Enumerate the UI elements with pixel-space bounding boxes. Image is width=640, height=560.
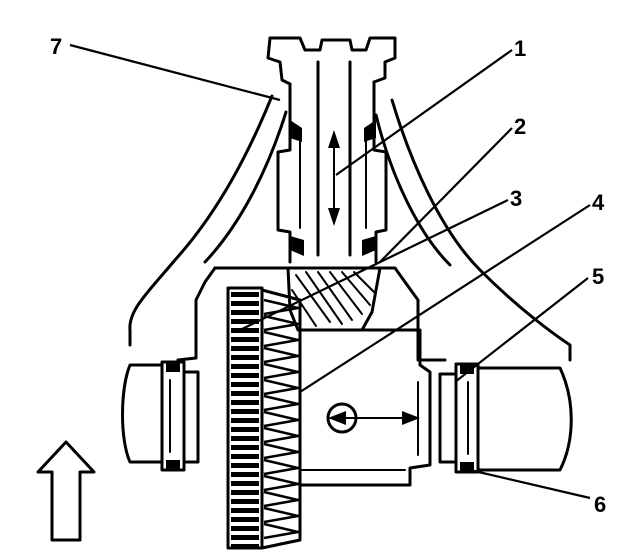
gear-tooth xyxy=(231,490,259,495)
bevel-tooth xyxy=(263,410,300,428)
callout-3: 3 xyxy=(510,186,522,211)
bevel-teeth xyxy=(263,298,300,540)
gear-tooth xyxy=(231,391,259,396)
gear-tooth xyxy=(231,418,259,423)
callout-7: 7 xyxy=(50,34,62,59)
gear-tooth xyxy=(231,499,259,504)
leader-6 xyxy=(469,468,591,500)
callout-1: 1 xyxy=(514,36,526,61)
bevel-tooth xyxy=(263,394,300,412)
left-side-bearing xyxy=(121,360,200,472)
leader-3 xyxy=(239,199,509,331)
gear-tooth xyxy=(231,292,259,297)
double-headed-arrow-horizontal-icon xyxy=(328,411,420,425)
gear-tooth xyxy=(231,346,259,351)
gear-tooth xyxy=(231,328,259,333)
callout-labels: 7 1 2 3 4 5 6 xyxy=(50,34,606,517)
leader-7 xyxy=(69,43,281,102)
gear-tooth xyxy=(231,463,259,468)
gear-tooth xyxy=(231,337,259,342)
bevel-tooth xyxy=(263,458,300,476)
gear-tooth xyxy=(231,508,259,513)
arrow-up-outline-icon xyxy=(36,440,96,542)
gear-tooth xyxy=(231,400,259,405)
gear-tooth xyxy=(231,436,259,441)
gear-tooth xyxy=(231,517,259,522)
leader-5 xyxy=(454,277,589,383)
bevel-tooth xyxy=(263,522,300,540)
gear-tooth xyxy=(231,319,259,324)
gear-tooth xyxy=(231,445,259,450)
ring-gear-teeth xyxy=(231,292,259,549)
leader-1 xyxy=(335,49,513,176)
gear-tooth xyxy=(231,472,259,477)
gear-tooth xyxy=(231,454,259,459)
leader-lines xyxy=(69,43,591,500)
gear-tooth xyxy=(231,544,259,549)
gear-tooth xyxy=(231,310,259,315)
gear-tooth xyxy=(231,481,259,486)
callout-6: 6 xyxy=(594,492,606,517)
gear-tooth xyxy=(231,301,259,306)
bevel-tooth xyxy=(263,362,300,380)
gear-tooth xyxy=(231,382,259,387)
gear-tooth xyxy=(231,526,259,531)
callout-4: 4 xyxy=(592,190,605,215)
gear-tooth xyxy=(231,364,259,369)
bevel-tooth xyxy=(263,442,300,460)
bevel-tooth xyxy=(263,426,300,444)
bevel-tooth xyxy=(263,490,300,508)
bevel-tooth xyxy=(263,474,300,492)
callout-5: 5 xyxy=(592,264,604,289)
gear-tooth xyxy=(231,427,259,432)
bevel-tooth xyxy=(263,506,300,524)
pinion-gear xyxy=(286,266,382,332)
bevel-tooth xyxy=(263,378,300,396)
double-headed-arrow-vertical-icon xyxy=(328,130,340,226)
bevel-tooth xyxy=(263,346,300,364)
bevel-tooth xyxy=(263,330,300,348)
gear-tooth xyxy=(231,409,259,414)
gear-tooth xyxy=(231,373,259,378)
callout-2: 2 xyxy=(514,114,526,139)
right-side-bearing xyxy=(438,362,573,474)
leader-2 xyxy=(379,127,513,263)
leader-4 xyxy=(299,204,591,393)
bevel-tooth xyxy=(263,298,300,316)
gear-tooth xyxy=(231,535,259,540)
gear-tooth xyxy=(231,355,259,360)
ring-gear xyxy=(226,286,302,550)
bevel-tooth xyxy=(263,314,300,332)
